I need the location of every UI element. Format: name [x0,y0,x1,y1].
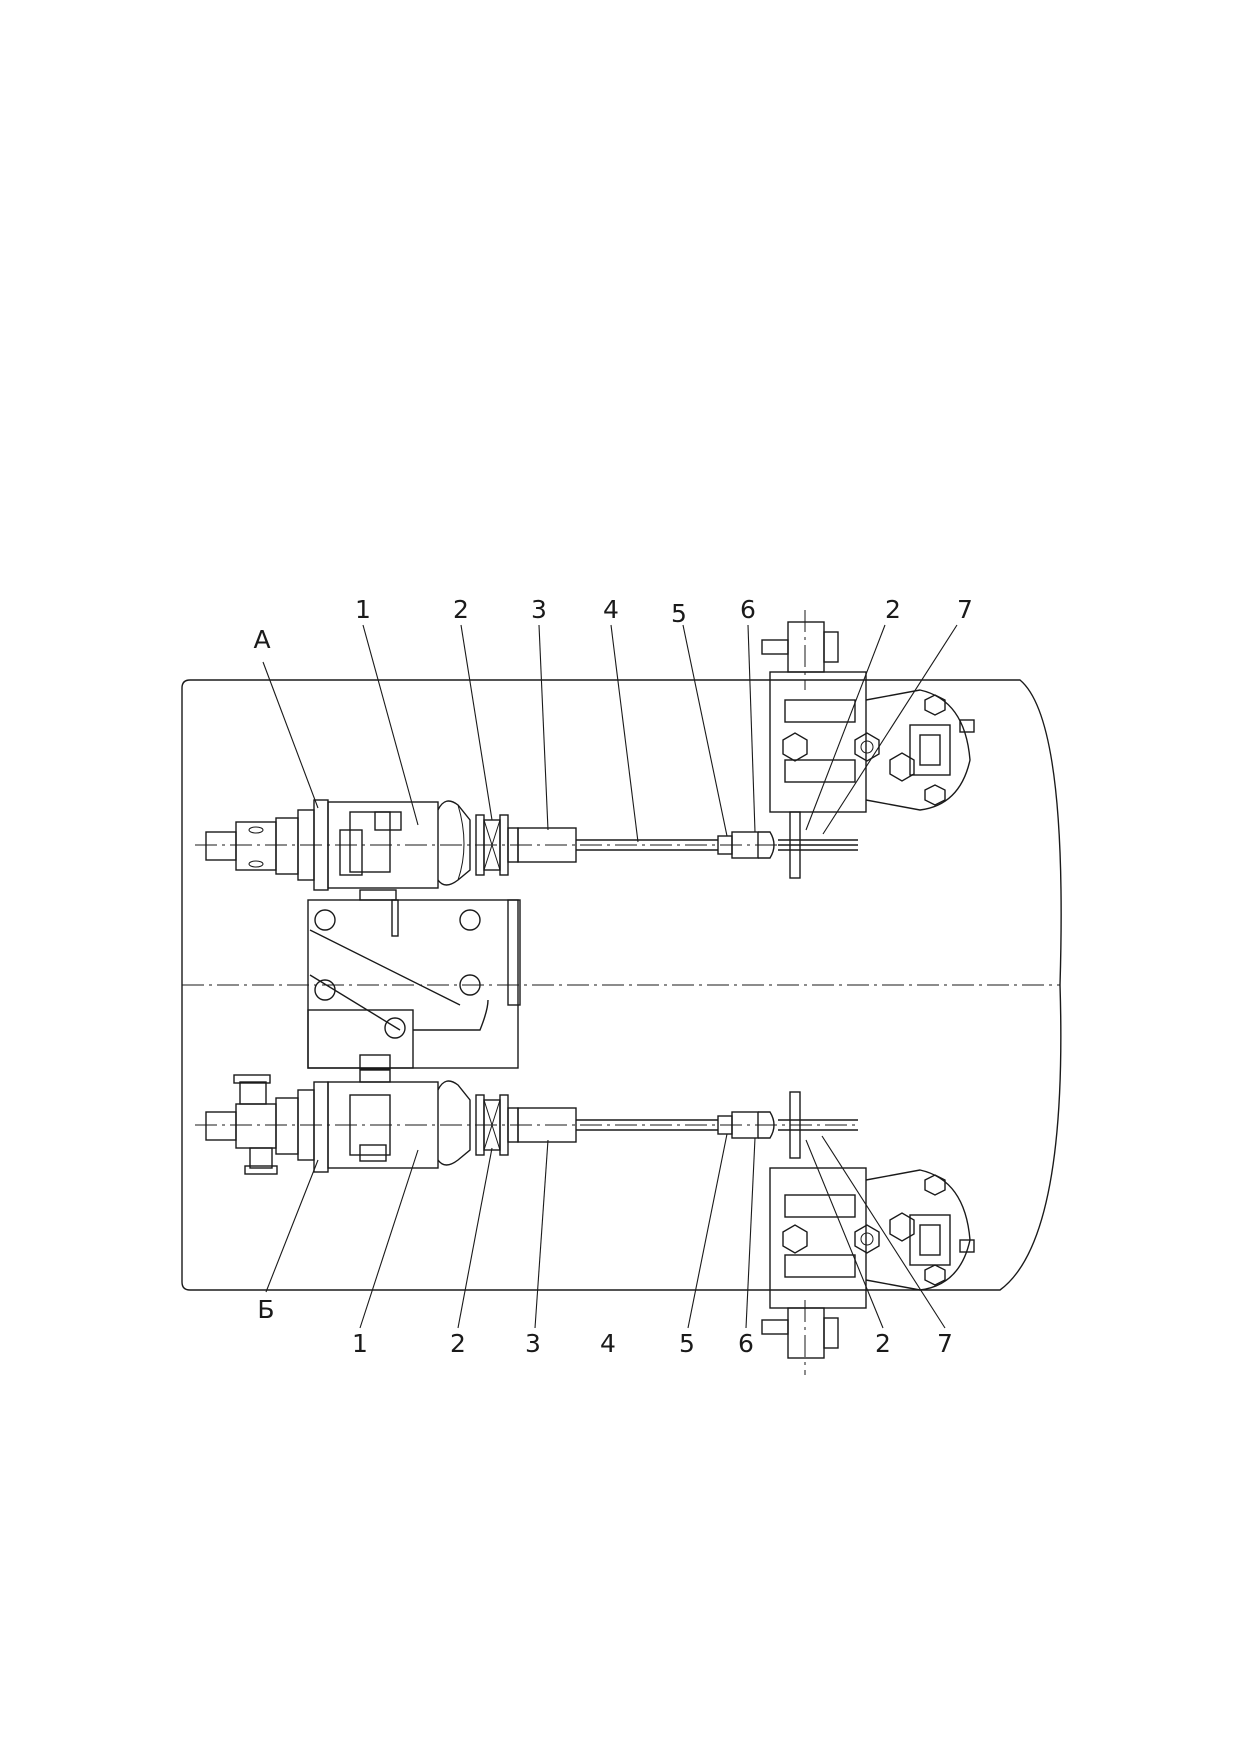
upper-cylinder-assembly [195,799,860,891]
bracket-bolt [459,974,481,996]
callout-2b: 2 [875,1329,891,1358]
callout-4: 4 [603,595,619,624]
callout-3: 3 [531,595,547,624]
bracket-bolt [314,909,336,931]
callout-5: 5 [671,599,687,628]
bracket-bolt [459,909,481,931]
lower-cylinder-assembly [195,1069,860,1175]
callout-6: 6 [738,1329,754,1358]
bracket-bolt [314,979,336,1001]
callout-1: 1 [355,595,371,624]
callout-1: 1 [352,1329,368,1358]
callout-2: 2 [450,1329,466,1358]
callout-5: 5 [679,1329,695,1358]
bottom-callout-labels: Б 1 2 3 4 5 6 2 7 [257,1295,953,1358]
callout-4: 4 [600,1329,616,1358]
callout-A: А [253,625,270,654]
callout-2: 2 [453,595,469,624]
callout-3: 3 [525,1329,541,1358]
bottom-leaders [265,1133,946,1329]
callout-7: 7 [957,595,973,624]
frame-outline [181,679,1062,1291]
callout-2b: 2 [885,595,901,624]
callout-7: 7 [937,1329,953,1358]
top-leaders [262,624,958,843]
mounting-bracket [307,889,521,1070]
upper-brake-caliper [761,610,975,813]
top-callout-labels: А 1 2 3 4 5 6 2 7 [253,595,973,654]
bracket-bolt [384,1017,406,1039]
callout-B: Б [257,1295,274,1324]
callout-6: 6 [740,595,756,624]
